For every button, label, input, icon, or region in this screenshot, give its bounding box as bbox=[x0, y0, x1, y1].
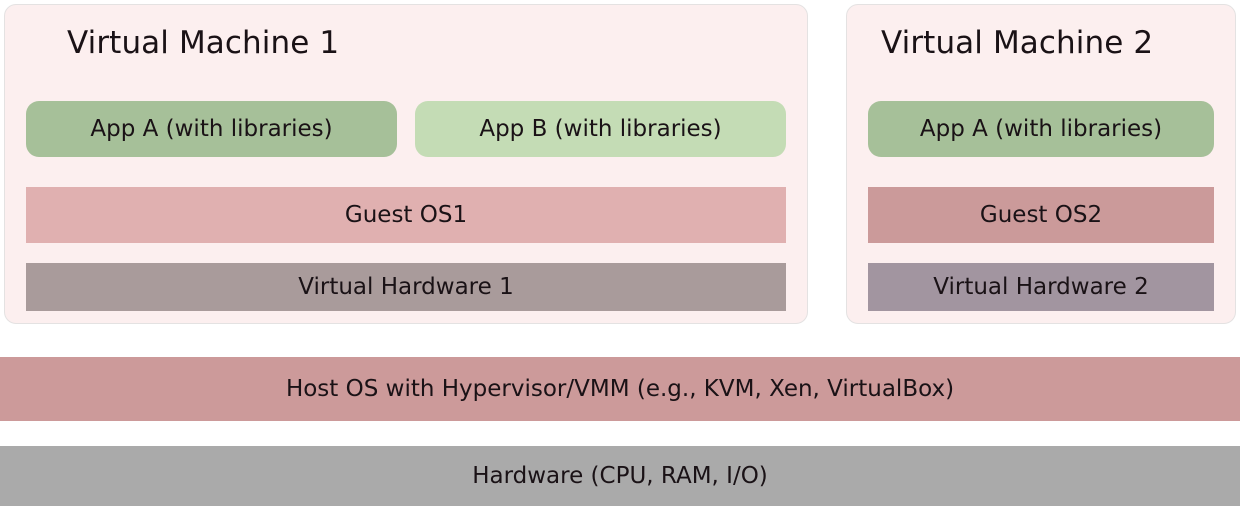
virtual-hardware-2-bar[interactable]: Virtual Hardware 2 bbox=[868, 263, 1214, 311]
virtual-machines-row: Virtual Machine 1 App A (with libraries)… bbox=[4, 4, 1236, 324]
app-a-box-vm1[interactable]: App A (with libraries) bbox=[26, 101, 397, 157]
virtual-machine-2-app-row: App A (with libraries) bbox=[868, 101, 1214, 157]
host-os-hypervisor-bar[interactable]: Host OS with Hypervisor/VMM (e.g., KVM, … bbox=[0, 357, 1240, 421]
virtual-machine-2-title: Virtual Machine 2 bbox=[881, 25, 1154, 61]
virtual-machine-1-title: Virtual Machine 1 bbox=[67, 25, 340, 61]
guest-os2-bar[interactable]: Guest OS2 bbox=[868, 187, 1214, 243]
virtual-machine-1-app-row: App A (with libraries) App B (with libra… bbox=[26, 101, 786, 157]
app-b-box-vm1[interactable]: App B (with libraries) bbox=[415, 101, 786, 157]
app-a-box-vm2[interactable]: App A (with libraries) bbox=[868, 101, 1214, 157]
virtual-machine-2-container[interactable]: Virtual Machine 2 App A (with libraries)… bbox=[846, 4, 1236, 324]
virtual-machine-1-container[interactable]: Virtual Machine 1 App A (with libraries)… bbox=[4, 4, 808, 324]
virtual-hardware-1-bar[interactable]: Virtual Hardware 1 bbox=[26, 263, 786, 311]
guest-os1-bar[interactable]: Guest OS1 bbox=[26, 187, 786, 243]
physical-hardware-bar[interactable]: Hardware (CPU, RAM, I/O) bbox=[0, 446, 1240, 506]
